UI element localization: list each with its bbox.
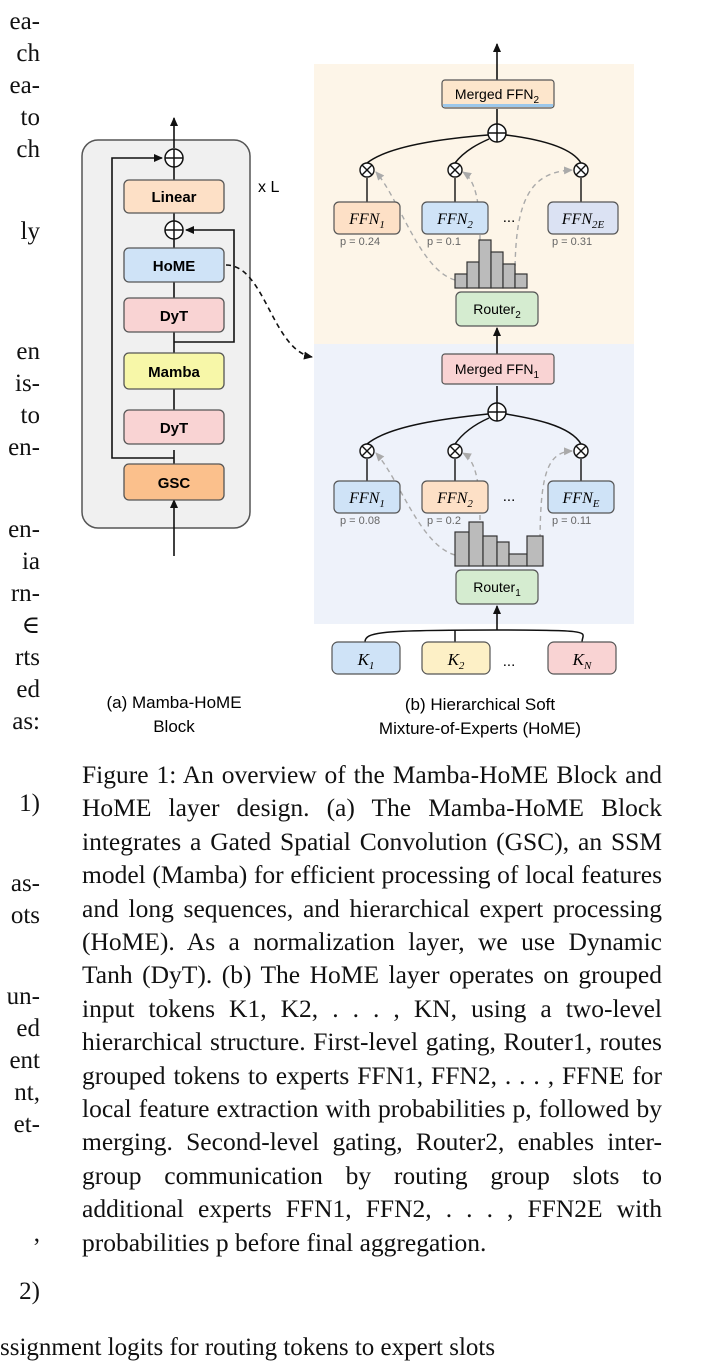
fragment-2: ea- (9, 72, 40, 99)
bottom-expert-2-label: FFN2 (436, 490, 473, 510)
fragment-7: is- (15, 370, 40, 397)
bottom-expert-e-label: FFNE (562, 490, 600, 510)
fragment-22: ent (9, 1047, 40, 1074)
merged-ffn-1-label: Merged FFN1 (455, 361, 540, 381)
fragment-4: ch (16, 136, 40, 163)
caption-text: Figure 1: An overview of the Mamba-HoME … (82, 760, 662, 1257)
fragment-10: en- (8, 516, 40, 543)
mamba-layer (123, 352, 225, 390)
bottom-expert-1-prob: p = 0.08 (340, 515, 380, 527)
input-kn (547, 641, 617, 675)
fragment-3: to (20, 104, 40, 131)
fragment-11: ia (21, 548, 40, 575)
top-expert-2-label: FFN2 (436, 211, 473, 231)
fragment-13: ∈ (21, 612, 40, 639)
input-k2-label: K2 (447, 650, 465, 672)
input-kn-label: KN (572, 650, 592, 672)
merge-add-icon-bottom (487, 402, 507, 422)
input-k2 (421, 641, 491, 675)
fragment-14: rts (15, 644, 40, 671)
input-ellipsis: ... (503, 653, 516, 670)
top-expert-2e-label: FFN2E (561, 211, 605, 231)
merge-add-icon-top (487, 123, 507, 143)
top-expert-1 (333, 201, 401, 235)
home-label: HoME (153, 258, 196, 275)
repeat-label: x L (258, 179, 279, 196)
merged-ffn-2-label: Merged FFN2 (455, 86, 540, 106)
router-1 (455, 569, 539, 605)
top-ellipsis: ... (503, 209, 516, 226)
fragment-0: ea- (9, 8, 40, 35)
block-caption-line2: Block (153, 717, 195, 736)
top-expert-1-prob: p = 0.24 (340, 236, 380, 248)
linear-label: Linear (151, 189, 196, 206)
dyt-label-bottom: DyT (160, 420, 188, 437)
fragment-21: ed (16, 1015, 40, 1042)
fragment-16: as: (12, 708, 40, 735)
fragment-18: as- (10, 870, 40, 897)
top-routing-histogram (454, 239, 528, 289)
bottom-expert-e-prob: p = 0.11 (552, 515, 591, 527)
dyt-layer-top (123, 297, 225, 333)
top-expert-2 (421, 201, 489, 235)
home-caption-line2: Mixture-of-Experts (HoME) (379, 719, 581, 738)
bottom-routing-histogram (454, 521, 544, 567)
fragment-6: en (16, 338, 40, 365)
input-k1 (331, 641, 401, 675)
top-expert-2e (547, 201, 619, 235)
multiply-icon (447, 443, 463, 459)
add-node-icon (164, 220, 184, 240)
router-2-label: Router2 (473, 301, 521, 321)
gsc-layer (123, 463, 225, 501)
fragment-15: ed (16, 676, 40, 703)
fragment-17: 1) (19, 790, 40, 817)
top-expert-2-prob: p = 0.1 (427, 236, 461, 248)
bottom-expert-2 (421, 480, 489, 514)
gsc-label: GSC (158, 475, 191, 492)
add-node-icon (164, 148, 184, 168)
top-expert-1-label: FFN1 (348, 211, 385, 231)
fragment-25: , (33, 1220, 40, 1247)
fragment-12: rn- (10, 580, 40, 607)
home-diagram: Merged FFN2 FFN1 p = 0.24 FFN2 p = 0.1 .… (314, 43, 634, 738)
home-layer (123, 247, 225, 283)
fragment-26: 2) (19, 1278, 40, 1305)
fragment-5: ly (20, 218, 40, 245)
mamba-home-block: Linear HoME DyT Mamba DyT GSC x L (a) Ma… (81, 117, 313, 736)
home-caption-line1: (b) Hierarchical Soft (405, 695, 555, 714)
fragment-20: un- (6, 983, 40, 1010)
figure-1: Linear HoME DyT Mamba DyT GSC x L (a) Ma… (81, 43, 634, 738)
fragment-9: en- (8, 434, 40, 461)
dyt-label-top: DyT (160, 308, 188, 325)
bottom-ellipsis: ... (503, 488, 516, 505)
multiply-icon (359, 162, 375, 178)
merged-ffn-2 (441, 79, 555, 109)
fragment-19: ots (10, 902, 40, 929)
bottom-expert-1-label: FFN1 (348, 490, 385, 510)
input-k1-label: K1 (357, 650, 375, 672)
fragment-1: ch (16, 40, 40, 67)
bottom-expert-2-prob: p = 0.2 (427, 515, 461, 527)
multiply-icon (573, 162, 589, 178)
dyt-layer-bottom (123, 409, 225, 445)
block-caption-line1: (a) Mamba-HoME (106, 693, 241, 712)
linear-layer (123, 179, 225, 214)
router-1-label: Router1 (473, 579, 521, 599)
figure-caption: Figure 1: An overview of the Mamba-HoME … (82, 758, 662, 1259)
top-expert-2e-prob: p = 0.31 (552, 236, 592, 248)
multiply-icon (359, 443, 375, 459)
mamba-label: Mamba (148, 364, 200, 381)
fragment-8: to (20, 402, 40, 429)
fragment-24: et- (13, 1111, 40, 1138)
bottom-expert-1 (333, 480, 401, 514)
bottom-cut-text: ssignment logits for routing tokens to e… (0, 1334, 496, 1361)
merged-ffn-1 (441, 353, 555, 385)
multiply-icon (573, 443, 589, 459)
multiply-icon (447, 162, 463, 178)
bottom-expert-e (547, 480, 615, 514)
fragment-23: nt, (14, 1079, 40, 1106)
router-2 (455, 291, 539, 327)
